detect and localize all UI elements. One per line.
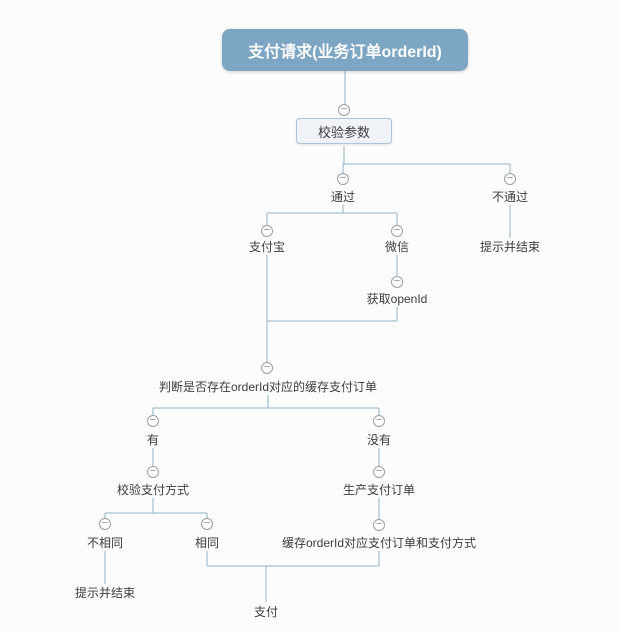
node-reject-end[interactable]: 提示并结束: [479, 240, 541, 254]
collapse-icon[interactable]: −: [373, 519, 385, 531]
node-get-openid[interactable]: 获取openId: [366, 292, 428, 306]
node-create-pay-order[interactable]: 生产支付订单: [342, 483, 416, 497]
collapse-icon[interactable]: −: [261, 362, 273, 374]
node-check-cache[interactable]: 判断是否存在orderId对应的缓存支付订单: [158, 380, 378, 394]
collapse-icon[interactable]: −: [201, 518, 213, 530]
node-pay[interactable]: 支付: [253, 605, 279, 619]
collapse-icon[interactable]: −: [391, 276, 403, 288]
node-alipay[interactable]: 支付宝: [248, 240, 286, 254]
node-same[interactable]: 相同: [194, 536, 220, 550]
collapse-icon[interactable]: −: [337, 173, 349, 185]
node-validate-params[interactable]: 校验参数: [296, 118, 392, 144]
collapse-icon[interactable]: −: [504, 173, 516, 185]
collapse-icon[interactable]: −: [373, 466, 385, 478]
collapse-icon[interactable]: −: [99, 518, 111, 530]
node-cache-order[interactable]: 缓存orderId对应支付订单和支付方式: [281, 536, 477, 550]
node-not-same[interactable]: 不相同: [86, 536, 124, 550]
node-has-cache[interactable]: 有: [146, 433, 160, 447]
node-wechat[interactable]: 微信: [384, 240, 410, 254]
collapse-icon[interactable]: −: [373, 415, 385, 427]
node-not-same-end[interactable]: 提示并结束: [74, 586, 136, 600]
collapse-icon[interactable]: −: [147, 415, 159, 427]
collapse-icon[interactable]: −: [391, 225, 403, 237]
node-reject[interactable]: 不通过: [491, 190, 529, 204]
node-payment-request[interactable]: 支付请求(业务订单orderId): [222, 29, 468, 71]
connector-path: [104, 70, 511, 602]
node-verify-pay-method[interactable]: 校验支付方式: [116, 483, 190, 497]
node-pass[interactable]: 通过: [330, 190, 356, 204]
collapse-icon[interactable]: −: [147, 466, 159, 478]
collapse-icon[interactable]: −: [338, 104, 350, 116]
node-no-cache[interactable]: 没有: [366, 433, 392, 447]
collapse-icon[interactable]: −: [261, 225, 273, 237]
